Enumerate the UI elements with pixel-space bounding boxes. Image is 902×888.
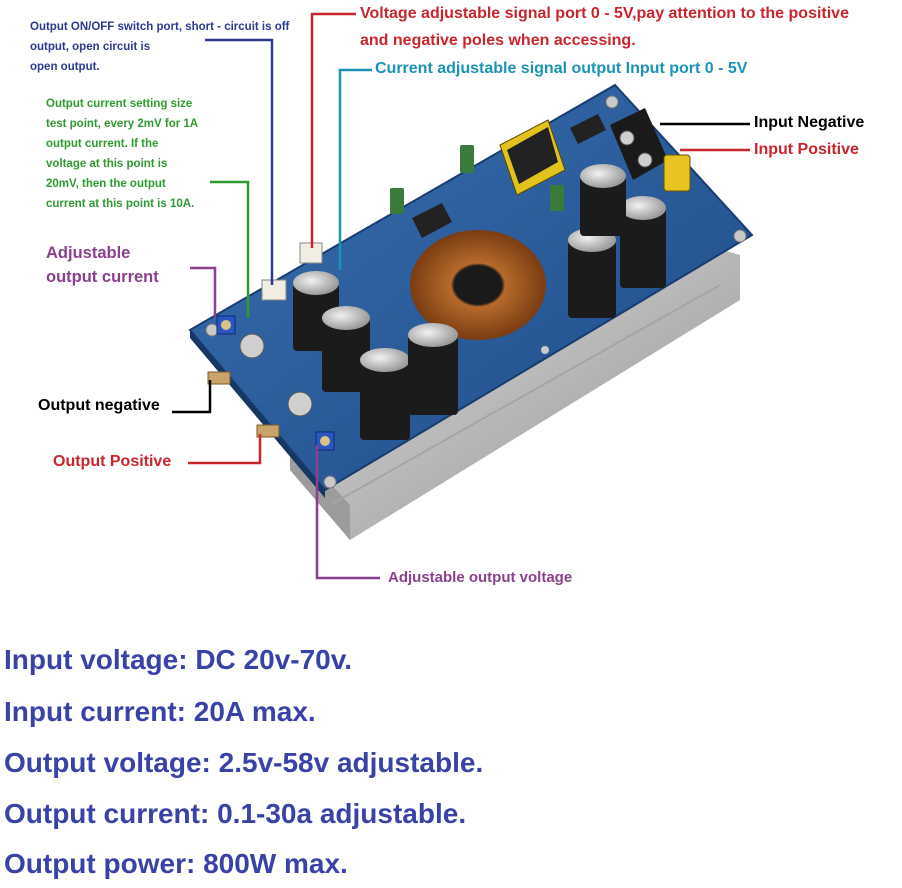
output-negative-label: Output negative (38, 397, 160, 414)
leader-lines (172, 12, 750, 580)
input-terminal-block (610, 108, 691, 192)
spec-output-voltage: Output voltage: 2.5v-58v adjustable. (4, 747, 484, 778)
output-positive-label: Output Positive (53, 453, 172, 470)
spec-output-current: Output current: 0.1-30a adjustable. (4, 798, 467, 829)
output-positive-leader (188, 434, 262, 465)
voltage-signal-port-label: Voltage adjustable signal port 0 - 5V,pa… (360, 5, 849, 49)
spec-input-current: Input current: 20A max. (4, 696, 316, 727)
adjustable-voltage-leader (315, 445, 380, 580)
toroid-inductor (410, 230, 546, 340)
capacitors (293, 145, 666, 440)
input-negative-label: Input Negative (754, 114, 865, 131)
potentiometers (216, 315, 335, 451)
adjustable-current-leader (190, 266, 217, 318)
current-signal-leader (338, 68, 372, 270)
spec-input-voltage: Input voltage: DC 20v-70v. (4, 644, 353, 675)
adjustable-output-current-label: Adjustable output current (46, 244, 159, 286)
voltage-signal-leader (310, 12, 356, 248)
output-studs (207, 333, 313, 438)
onoff-leader (205, 38, 274, 285)
onoff-port-label: Output ON/OFF switch port, short - circu… (30, 21, 290, 73)
output-negative-leader (172, 380, 212, 414)
transformer (499, 119, 566, 196)
current-test-leader (210, 180, 250, 318)
signal-connectors (261, 242, 323, 301)
spec-output-power: Output power: 800W max. (4, 848, 348, 879)
current-test-point-label: Output current setting size test point, … (46, 98, 199, 210)
current-signal-port-label: Current adjustable signal output Input p… (375, 60, 748, 77)
adjustable-output-voltage-label: Adjustable output voltage (388, 569, 573, 586)
input-positive-label: Input Positive (754, 141, 859, 158)
converter-diagram (172, 12, 754, 580)
ic-chips (412, 114, 606, 238)
